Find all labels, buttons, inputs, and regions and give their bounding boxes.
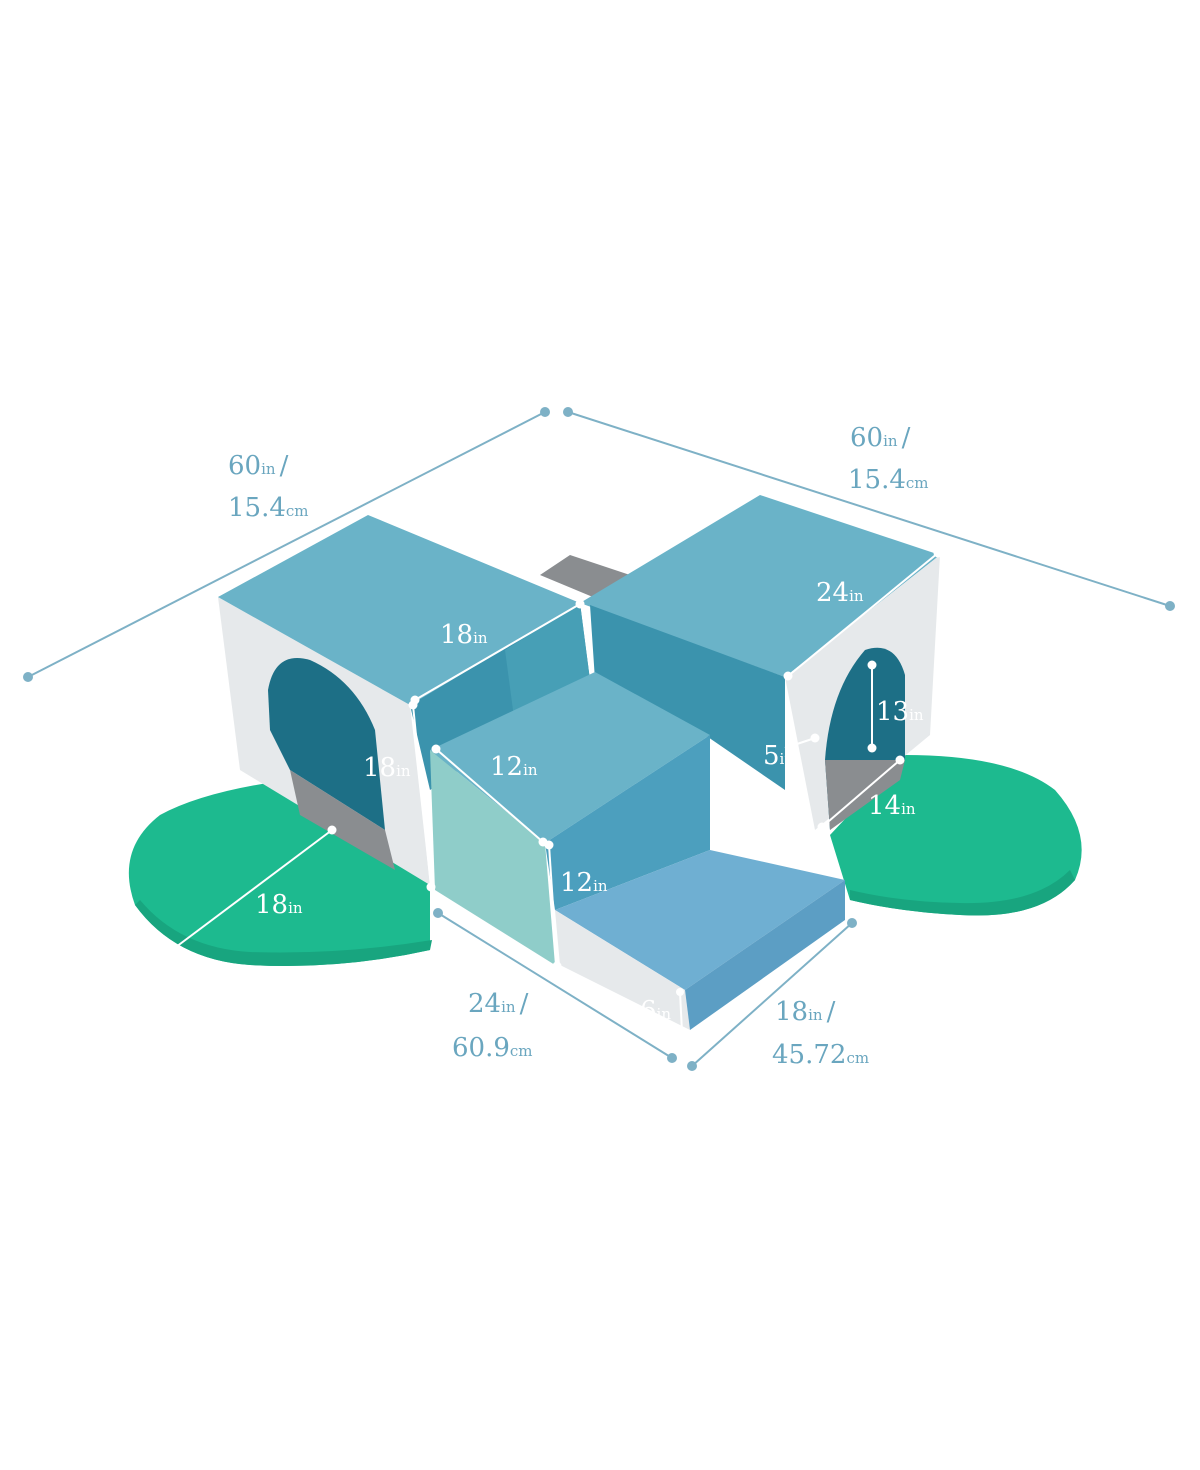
left-tunnel-opening xyxy=(268,658,385,830)
left-block-inner xyxy=(505,603,590,725)
dim-left-top: 18in xyxy=(440,620,488,650)
left-tunnel-floor xyxy=(290,770,395,870)
right-tunnel-floor xyxy=(825,760,905,830)
dim-tunnel-base: 5in xyxy=(763,741,794,771)
step-low-front xyxy=(555,910,690,1030)
step-low-right xyxy=(685,880,845,1030)
dim-step-top: 12in xyxy=(490,752,538,782)
step-high-right xyxy=(545,735,710,910)
dim-left-front: 18in xyxy=(363,753,411,783)
dim-left-width-line2: 15.4cm xyxy=(228,493,309,523)
step-low-top xyxy=(555,850,845,990)
right-block-top xyxy=(580,495,940,677)
left-block-top xyxy=(218,515,580,705)
outer-dimension-lines xyxy=(23,407,1175,1071)
dim-tunnel-depth: 14in xyxy=(868,791,916,821)
dim-front-depth-line2: 60.9cm xyxy=(452,1033,533,1063)
dim-step-width-line2: 45.72cm xyxy=(772,1040,869,1070)
dim-front-depth-line1: 24in/ xyxy=(468,989,529,1019)
left-mat-edge xyxy=(135,900,432,966)
dim-step-width-line1: 18in/ xyxy=(775,997,836,1027)
right-mat-edge xyxy=(850,870,1075,916)
right-block-front xyxy=(590,605,785,790)
dim-right-width-line2: 15.4cm xyxy=(848,465,929,495)
dim-step-front: 12in xyxy=(560,868,608,898)
dim-right-top: 24in xyxy=(816,578,864,608)
dim-mat: 18in xyxy=(255,890,303,920)
right-mat xyxy=(830,755,1082,916)
dim-right-width-line1: 60in/ xyxy=(850,423,911,453)
step-high-top xyxy=(430,672,710,843)
step-high-front xyxy=(430,750,555,965)
inner-dimension-lines xyxy=(163,548,943,1036)
dim-left-width-line1: 60in/ xyxy=(228,451,289,481)
dim-tunnel-height: 13in xyxy=(876,697,924,727)
dim-step-low: 6in xyxy=(640,996,671,1026)
